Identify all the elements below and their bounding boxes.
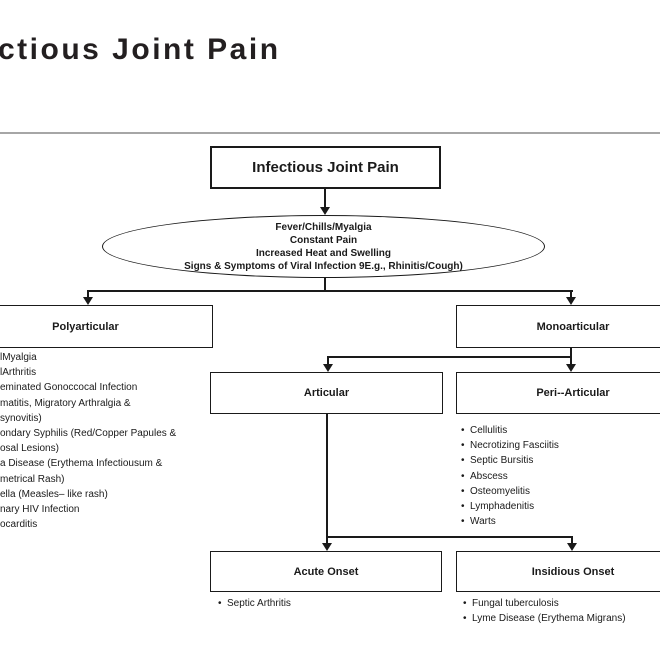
connector-to-polyarticular [87, 290, 89, 298]
list-item: • Lyme Disease (Erythema Migrans) [463, 611, 626, 626]
list-item: ocarditis [0, 519, 38, 531]
acute-onset-item-list: • Septic Arthritis [218, 596, 291, 611]
node-label: Polyarticular [52, 320, 119, 333]
symptom-line: Signs & Symptoms of Viral Infection 9E.g… [184, 260, 463, 272]
list-item: • Lymphadenitis [461, 499, 559, 514]
connector-symptoms-branch-bar [87, 290, 573, 292]
arrowhead-down-icon [322, 543, 332, 551]
node-articular: Articular [210, 372, 443, 414]
connector-monoarticular-stem [570, 348, 572, 357]
list-item-text: Abscess [470, 470, 508, 482]
bullet-icon: • [461, 470, 465, 482]
list-item: synovitis) [0, 412, 42, 424]
list-item: eminated Gonoccocal Infection [0, 382, 138, 394]
list-item: • Abscess [461, 469, 559, 484]
node-label: Insidious Onset [531, 565, 615, 578]
symptom-line: Constant Pain [289, 234, 358, 246]
bullet-icon: • [218, 598, 222, 609]
insidious-onset-item-list: • Fungal tuberculosis • Lyme Disease (Eryt… [463, 596, 626, 626]
bullet-icon: • [461, 485, 465, 497]
connector-symptoms-stem [324, 278, 326, 291]
arrowhead-down-icon [566, 297, 576, 305]
connector-to-monoarticular [570, 290, 572, 298]
node-label: Articular [303, 387, 350, 399]
list-item: nary HIV Infection [0, 504, 80, 516]
node-insidious-onset: Insidious Onset [456, 551, 660, 592]
node-acute-onset: Acute Onset [210, 551, 442, 592]
list-item: • Necrotizing Fasciitis [461, 438, 559, 453]
list-item-text: Osteomyelitis [470, 485, 531, 497]
list-item-text: Fungal tuberculosis [472, 598, 559, 609]
connector-to-articular [327, 356, 329, 364]
arrowhead-down-icon [566, 364, 576, 372]
arrowhead-down-icon [83, 297, 93, 305]
connector-articular-branch-bar [326, 536, 573, 538]
list-item-text: Lymphadenitis [470, 501, 535, 513]
bullet-icon: • [463, 598, 467, 609]
list-item-text: Warts [470, 516, 496, 528]
bullet-icon: • [461, 440, 465, 452]
header-divider [0, 132, 660, 134]
list-item-text: Septic Bursitis [470, 455, 534, 467]
node-peri-articular: Peri--Articular [456, 372, 660, 414]
list-item: lMyalgia [0, 352, 37, 363]
bullet-icon: • [461, 501, 465, 513]
list-item-text: Lyme Disease (Erythema Migrans) [472, 613, 626, 625]
arrowhead-down-icon [323, 364, 333, 372]
list-item: ella (Measles– like rash) [0, 488, 108, 500]
list-item-text: Cellulitis [470, 425, 508, 436]
list-item: lArthritis [0, 367, 37, 379]
list-item-text: Necrotizing Fasciitis [470, 440, 559, 452]
list-item: • Warts [461, 514, 559, 529]
connector-articular-stem [326, 414, 328, 538]
node-label: Acute Onset [293, 565, 359, 578]
connector-monoarticular-branch-bar [327, 356, 572, 358]
list-item: • Septic Bursitis [461, 453, 559, 468]
connector-to-peri-articular [570, 356, 572, 364]
bullet-icon: • [463, 613, 467, 625]
list-item: ondary Syphilis (Red/Copper Papules & [0, 428, 177, 440]
list-item: osal Lesions) [0, 443, 59, 455]
list-item: a Disease (Erythema Infectiousum & [0, 458, 163, 470]
page-title: ctious Joint Pain [0, 33, 281, 66]
peri-articular-item-list: • Cellulitis • Necrotizing Fasciitis • Sept… [461, 423, 559, 529]
list-item: matitis, Migratory Arthralgia & [0, 397, 131, 409]
connector-to-insidious-onset [571, 536, 573, 543]
arrowhead-down-icon [320, 207, 330, 215]
bullet-icon: • [461, 425, 465, 436]
polyarticular-item-list: lMyalgia lArthritis eminated Gonoccocal … [0, 350, 176, 532]
list-item: metrical Rash) [0, 473, 65, 485]
node-label: Peri--Articular [536, 387, 610, 399]
list-item: • Fungal tuberculosis [463, 596, 626, 611]
list-item-text: Septic Arthritis [227, 598, 291, 609]
connector-to-acute-onset [326, 536, 328, 543]
bullet-icon: • [461, 516, 465, 528]
node-label: Monoarticular [536, 320, 610, 333]
connector-root-to-symptoms [324, 189, 326, 207]
bullet-icon: • [461, 455, 465, 467]
list-item: • Osteomyelitis [461, 484, 559, 499]
list-item: • Septic Arthritis [218, 596, 291, 611]
node-polyarticular: Polyarticular [0, 305, 213, 348]
node-monoarticular: Monoarticular [456, 305, 660, 348]
list-item: • Cellulitis [461, 423, 559, 438]
symptom-line: Increased Heat and Swelling [255, 247, 392, 259]
arrowhead-down-icon [567, 543, 577, 551]
node-symptoms-ellipse: Fever/Chills/Myalgia Constant Pain Incre… [102, 215, 545, 278]
node-infectious-joint-pain: Infectious Joint Pain [210, 146, 441, 189]
symptom-line: Fever/Chills/Myalgia [275, 221, 372, 233]
node-label: Infectious Joint Pain [252, 159, 399, 176]
